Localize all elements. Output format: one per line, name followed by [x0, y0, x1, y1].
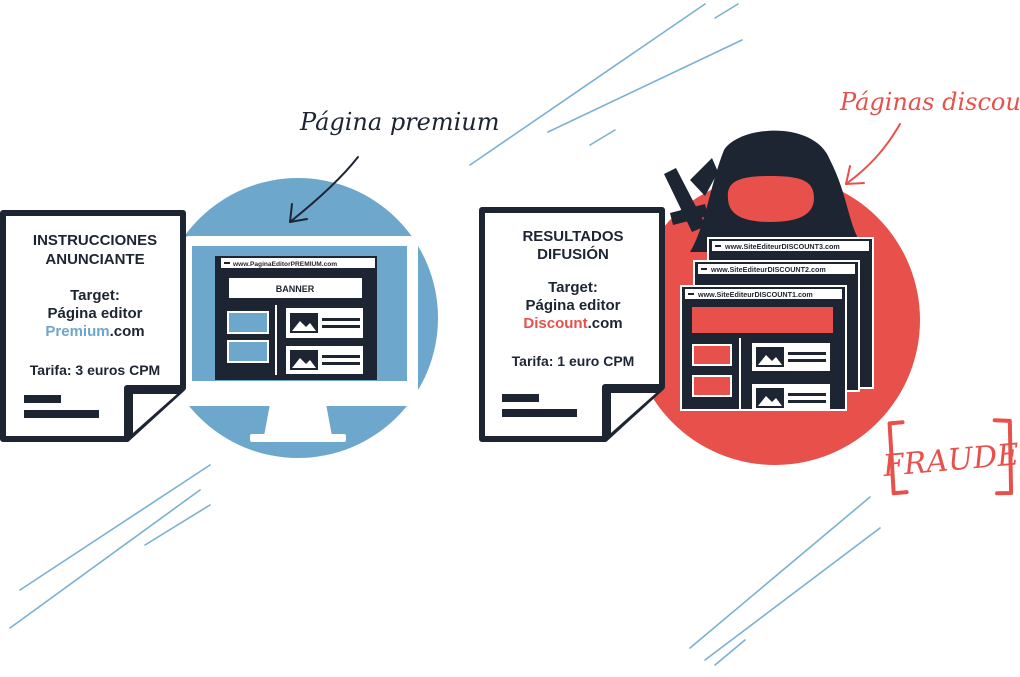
discount-windows: www.SiteEditeurDISCOUNT3.com www.SiteEdi… [680, 237, 874, 411]
results-title-line1: RESULTADOS [522, 228, 623, 245]
results-title-line2: DIFUSIÓN [537, 245, 609, 263]
monitor-icon: www.PaginaEditorPREMIUM.com BANNER [181, 236, 418, 442]
fraud-label: FRAUDE [881, 437, 1020, 484]
advertiser-document: INSTRUCCIONES ANUNCIANTE Target: Página … [0, 210, 186, 442]
hand-drawn-arrow-icon [845, 123, 901, 185]
results-document: RESULTADOS DIFUSIÓN Target: Página edito… [479, 207, 665, 442]
discount-annotation: Páginas discount [839, 88, 1020, 116]
results-rate: Tarifa: 1 euro CPM [512, 353, 635, 369]
hand-drawn-arrow-icon [289, 156, 359, 223]
advertiser-target-label: Target: [70, 287, 120, 304]
advertiser-target-line: Página editor [47, 305, 142, 322]
results-target-line: Página editor [525, 297, 620, 314]
fraud-stamp: FRAUDE [881, 418, 1020, 496]
advertiser-title-line1: INSTRUCCIONES [33, 232, 157, 249]
hooded-hacker-icon [664, 130, 862, 252]
decorative-lines [9, 3, 881, 666]
discount-url-1: www.SiteEditeurDISCOUNT1.com [697, 290, 813, 299]
advertiser-target-site: Premium.com [45, 323, 144, 340]
advertiser-rate: Tarifa: 3 euros CPM [30, 362, 160, 378]
premium-url: www.PaginaEditorPREMIUM.com [232, 261, 337, 268]
results-target-label: Target: [548, 279, 598, 296]
discount-url-3: www.SiteEditeurDISCOUNT3.com [724, 242, 840, 251]
banner-label: BANNER [276, 284, 315, 294]
discount-url-2: www.SiteEditeurDISCOUNT2.com [710, 265, 826, 274]
advertiser-title-line2: ANUNCIANTE [45, 251, 144, 268]
premium-annotation: Página premium [299, 108, 500, 136]
results-target-site: Discount.com [523, 315, 622, 332]
